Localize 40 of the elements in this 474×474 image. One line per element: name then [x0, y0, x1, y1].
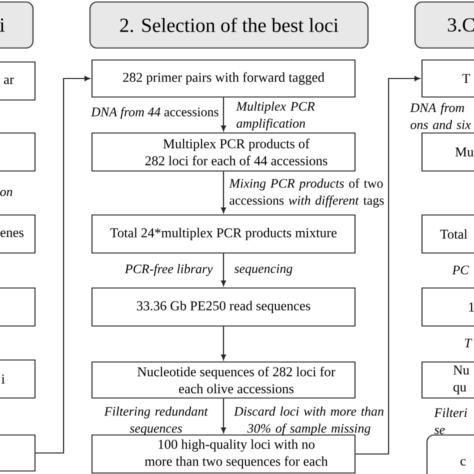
process-box: 33.36 Gb PE250 read sequences [91, 287, 356, 327]
arrow [220, 326, 226, 360]
annotation-text: T [465, 338, 472, 348]
process-box: i [0, 359, 36, 399]
edge-label: Multiplex PCR amplification [236, 102, 315, 130]
arrow [356, 76, 420, 455]
arrow [220, 254, 226, 286]
process-box: Total 24*multiplex PCR products mixture [91, 214, 356, 254]
arrow [36, 76, 90, 454]
edge-label: Discard loci with more than 30% of sample missing [234, 406, 384, 436]
process-box [0, 287, 36, 327]
column-header: 2. Selection of the best loci [89, 1, 369, 49]
process-box: enes [0, 214, 36, 254]
process-box: 100 high-quality loci with no more than two sequences for each [91, 434, 356, 474]
arrow [220, 172, 226, 213]
process-box: ar [0, 61, 36, 101]
process-box: Multiplex PCR products of 282 loci for each of 44 accessions [91, 132, 356, 172]
arrow [220, 98, 226, 131]
edge-label: Mixing PCR products of two accessions with different tags [229, 178, 384, 208]
annotation-text: PCR-free library [124, 264, 213, 276]
column-header: 3.C [414, 1, 474, 49]
process-box: T [421, 59, 474, 98]
annotation-text: Filteri se [434, 408, 468, 434]
edge-label: sequencing [234, 264, 292, 276]
process-box [0, 132, 36, 172]
process-box: Total [421, 214, 474, 254]
annotation-text: DNA from ons and six [410, 102, 471, 130]
arrow [220, 398, 226, 433]
annotation-text: on [0, 190, 12, 196]
process-box [0, 434, 36, 472]
column-header: i [0, 1, 34, 49]
result-box: c [426, 434, 474, 474]
annotation-text: DNA from 44 accessions [90, 107, 218, 119]
process-box: 1 [421, 287, 474, 327]
process-box: 282 primer pairs with forward tagged [91, 59, 356, 98]
annotation-text: PC [452, 266, 469, 274]
process-box: Nucleotide sequences of 282 loci for each olive accessions [91, 361, 356, 399]
process-box: Mu [421, 132, 474, 172]
annotation-text: Filtering redundant sequences [104, 406, 208, 436]
process-box: Nu qu [421, 361, 474, 399]
